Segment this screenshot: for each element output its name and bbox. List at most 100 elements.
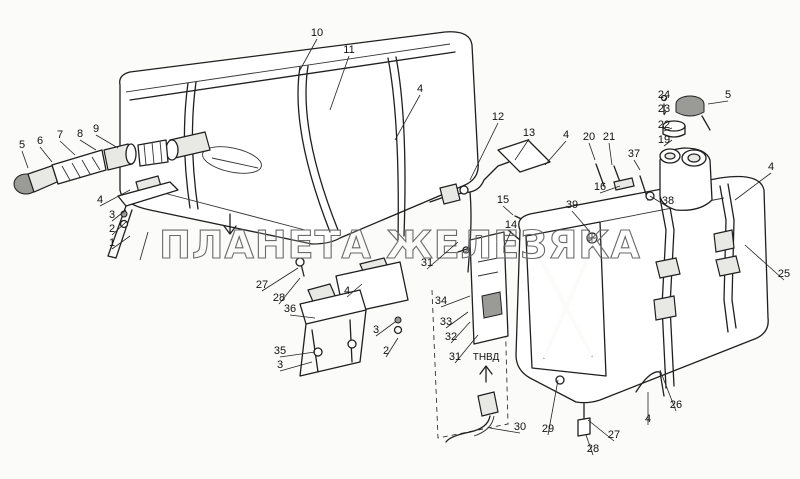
callout-leader <box>599 185 621 194</box>
callout-leader <box>659 369 677 412</box>
callout-leader <box>95 134 119 149</box>
callout-c8: 8 <box>77 128 97 151</box>
callout-leader <box>279 351 316 358</box>
callout-number: 27 <box>256 279 268 291</box>
callout-leader <box>588 142 596 161</box>
callout-number: 31 <box>449 351 461 363</box>
callout-leader <box>734 172 772 201</box>
callout-number: 24 <box>658 89 670 101</box>
callout-c21: 21 <box>603 131 615 166</box>
callout-c39: 39 <box>566 199 591 233</box>
callout-c2b: 2 <box>383 337 399 358</box>
callout-c9: 9 <box>93 123 119 149</box>
callout-c4d: 4 <box>734 161 774 201</box>
callout-leader <box>99 189 131 207</box>
callout-c2a: 2 <box>109 221 127 236</box>
callout-c15: 15 <box>497 194 514 216</box>
callout-number: 38 <box>662 195 674 207</box>
callout-c5b: 5 <box>707 89 731 105</box>
callout-number: 35 <box>274 345 286 357</box>
callout-c3a: 3 <box>109 209 127 222</box>
front-filler-parts <box>586 94 713 244</box>
pump-flow-label: ТНВД <box>473 352 500 363</box>
callout-leader <box>663 139 673 147</box>
callout-leader <box>649 195 669 208</box>
callout-leader <box>707 100 729 105</box>
callout-leader <box>450 321 471 344</box>
callout-c37: 37 <box>628 148 641 171</box>
callout-number: 39 <box>566 199 578 211</box>
callout-leader <box>445 311 469 329</box>
callout-number: 20 <box>583 131 595 143</box>
callout-c6: 6 <box>37 135 53 163</box>
callout-number: 15 <box>497 194 509 206</box>
callout-number: 3 <box>277 359 283 371</box>
callout-number: 5 <box>19 139 25 151</box>
return-line <box>445 365 499 443</box>
callout-number: 21 <box>603 131 615 143</box>
callout-number: 12 <box>492 111 504 123</box>
callout-c16: 16 <box>594 181 621 194</box>
fuel-lines <box>429 139 551 273</box>
callout-number: 4 <box>97 194 103 206</box>
callout-number: 6 <box>37 135 43 147</box>
callout-leader <box>608 142 613 166</box>
callout-c14: 14 <box>504 219 517 246</box>
callout-leader <box>346 283 363 298</box>
callout-leader <box>111 221 127 236</box>
callout-c28a: 28 <box>273 277 301 305</box>
callout-c35: 35 <box>274 345 316 358</box>
callout-leader <box>514 138 530 161</box>
callout-c4a: 4 <box>394 83 423 141</box>
callout-leader <box>375 321 396 337</box>
callout-number: 36 <box>284 303 296 315</box>
callout-leader <box>385 337 399 358</box>
callout-c11: 11 <box>329 44 355 111</box>
callout-c4e: 4 <box>344 283 363 298</box>
callout-number: 4 <box>417 83 423 95</box>
callout-leader <box>329 55 350 111</box>
callout-number: 22 <box>658 119 670 131</box>
valve-block <box>431 231 509 439</box>
rear-filler-parts <box>13 139 169 195</box>
callout-leader <box>504 230 512 246</box>
callout-c24: 24 <box>658 89 670 102</box>
callout-c12: 12 <box>469 111 504 181</box>
callout-number: 2 <box>383 345 389 357</box>
callout-number: 3 <box>373 324 379 336</box>
callout-c30: 30 <box>489 421 526 434</box>
callout-leader <box>111 235 131 250</box>
callout-number: 1 <box>109 237 115 249</box>
callout-number: 25 <box>778 268 790 280</box>
callout-leader <box>571 210 591 233</box>
callout-leader <box>489 427 521 434</box>
front-fuel-tank <box>515 175 769 437</box>
callout-c19: 19 <box>658 134 673 147</box>
callout-leader <box>585 434 594 456</box>
callout-leader <box>59 140 76 156</box>
callout-leader <box>502 205 514 216</box>
callout-number: 4 <box>768 161 774 173</box>
callout-c32: 32 <box>445 321 471 344</box>
callout-leader <box>663 111 667 116</box>
callout-number: 31 <box>421 257 433 269</box>
rear-tank-bracket <box>107 175 179 261</box>
callout-c4f: 4 <box>645 392 651 425</box>
callout-leader <box>289 314 316 319</box>
callout-c20: 20 <box>583 131 596 161</box>
callout-number: 30 <box>514 421 526 433</box>
callout-leader <box>111 209 127 222</box>
callout-number: 14 <box>505 219 517 231</box>
callout-leader <box>279 361 313 372</box>
callout-number: 10 <box>311 27 323 39</box>
callout-c33: 33 <box>440 311 469 329</box>
callout-c31a: 31 <box>421 241 459 270</box>
rear-fuel-tank <box>119 31 479 245</box>
callout-leader <box>21 150 29 169</box>
callout-c34: 34 <box>435 295 471 308</box>
callout-leader <box>79 139 97 151</box>
callout-number: 23 <box>658 103 670 115</box>
callout-c36: 36 <box>284 303 316 319</box>
